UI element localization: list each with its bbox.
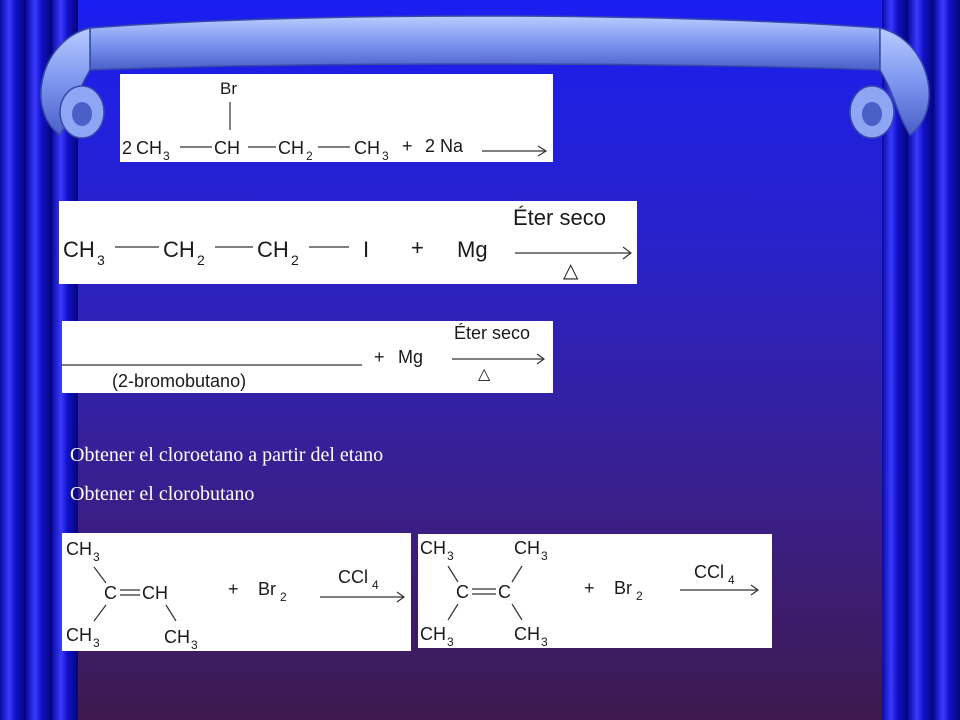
svg-text:4: 4 <box>372 578 379 592</box>
reaction-2-box: CH 3 CH 2 CH 2 I + Mg Éter seco △ <box>59 201 637 284</box>
group-3: CH <box>257 237 289 262</box>
svg-text:+: + <box>584 578 595 598</box>
svg-text:3: 3 <box>93 550 100 564</box>
svg-text:CH: CH <box>164 627 190 647</box>
group-1: CH <box>136 138 162 158</box>
reaction-4-box: CH 3 C CH CH 3 CH 3 + Br 2 CCl 4 <box>62 533 411 651</box>
condition-label: Éter seco <box>454 323 530 343</box>
svg-text:CH: CH <box>420 538 446 558</box>
ribbon-banner <box>40 15 930 139</box>
svg-text:3: 3 <box>541 635 548 648</box>
compound-name: (2-bromobutano) <box>112 371 246 391</box>
svg-text:CH: CH <box>420 624 446 644</box>
svg-text:CH: CH <box>66 625 92 645</box>
halogen: I <box>363 237 369 262</box>
svg-text:3: 3 <box>447 635 454 648</box>
heat-icon: △ <box>478 366 491 383</box>
svg-text:3: 3 <box>163 149 170 162</box>
group-3: CH <box>278 138 304 158</box>
svg-text:+: + <box>411 235 424 260</box>
bromine-substituent: Br <box>220 79 237 98</box>
svg-text:2: 2 <box>197 252 205 268</box>
svg-text:3: 3 <box>97 252 105 268</box>
coefficient: 2 <box>122 138 132 158</box>
reaction-3-box: (2-bromobutano) + Mg Éter seco △ <box>62 321 553 393</box>
reaction-5-box: CH 3 CH 3 C C CH 3 CH 3 + Br 2 CCl 4 <box>418 534 772 648</box>
group-1: CH <box>63 237 95 262</box>
svg-text:CH: CH <box>66 539 92 559</box>
task-line-1: Obtener el cloroetano a partir del etano <box>70 444 384 466</box>
svg-text:2: 2 <box>306 149 313 162</box>
solvent-label: CCl <box>694 562 724 582</box>
condition-label: Éter seco <box>513 205 606 230</box>
reagent: Br <box>614 578 632 598</box>
svg-text:2: 2 <box>280 590 287 604</box>
svg-text:3: 3 <box>382 149 389 162</box>
carbon: C <box>104 583 117 603</box>
heat-icon: △ <box>563 260 579 282</box>
svg-text:3: 3 <box>541 549 548 563</box>
solvent-label: CCl <box>338 567 368 587</box>
svg-text:2: 2 <box>636 589 643 603</box>
reagent: Mg <box>457 237 488 262</box>
reagent: Mg <box>398 347 423 367</box>
svg-text:+: + <box>228 579 239 599</box>
svg-text:3: 3 <box>447 549 454 563</box>
carbon-2: C <box>498 582 511 602</box>
svg-text:CH: CH <box>142 583 168 603</box>
svg-text:CH: CH <box>514 624 540 644</box>
group-4: CH <box>354 138 380 158</box>
group-2: CH <box>214 138 240 158</box>
carbon-1: C <box>456 582 469 602</box>
svg-text:3: 3 <box>93 636 100 650</box>
reagent: Br <box>258 579 276 599</box>
reaction-1-box: Br 2 CH 3 CH CH 2 CH 3 + 2 Na <box>120 74 553 162</box>
svg-text:2: 2 <box>291 252 299 268</box>
svg-text:+: + <box>374 347 385 367</box>
group-2: CH <box>163 237 195 262</box>
svg-text:+: + <box>402 136 413 156</box>
reagent: 2 Na <box>425 136 464 156</box>
svg-text:4: 4 <box>728 573 735 587</box>
task-line-2: Obtener el clorobutano <box>70 483 255 505</box>
svg-text:3: 3 <box>191 638 198 651</box>
svg-text:CH: CH <box>514 538 540 558</box>
